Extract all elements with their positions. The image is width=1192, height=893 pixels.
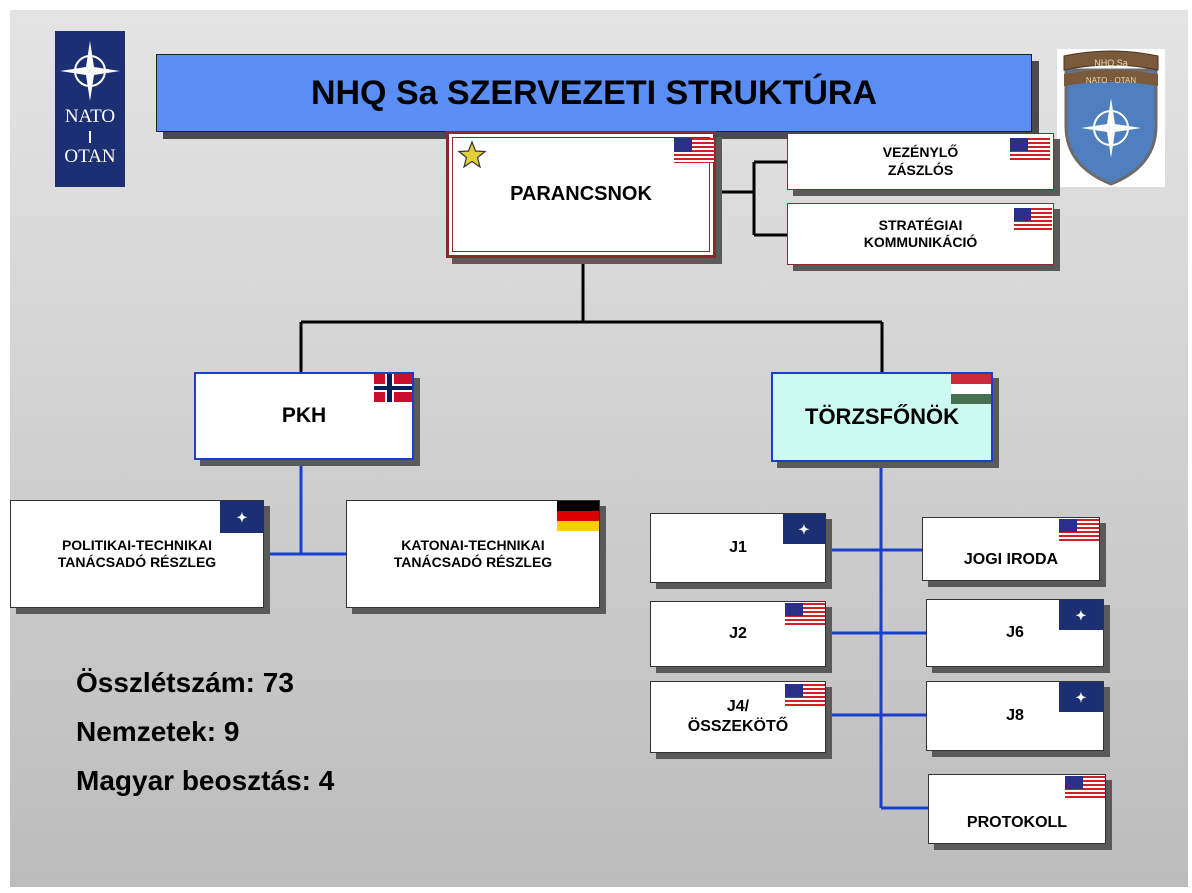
flag-nato-icon: ✦ [783,514,825,544]
j4-line1: J4/ [726,698,750,715]
nato-logo-text: NATO [64,106,116,127]
unit-stratcom[interactable]: STRATÉGIAI KOMMUNIKÁCIÓ [787,203,1054,265]
protocol-label: PROTOKOLL [966,814,1068,831]
j2-label: J2 [729,625,747,642]
flag-usa-icon [1014,208,1052,232]
nhq-sa-shield-logo: NHQ Sa NATO · OTAN [1057,49,1165,187]
flag-usa-icon [1065,776,1105,800]
chief-of-staff-label: TÖRZSFŐNÖK [805,404,959,429]
flag-norway-icon [374,374,412,402]
j6-label: J6 [1006,624,1024,641]
j1-label: J1 [729,539,747,556]
commander-label: PARANCSNOK [510,183,652,205]
unit-chief-of-staff[interactable]: TÖRZSFŐNÖK [771,372,993,462]
shield-ribbon-text: NATO · OTAN [1086,76,1136,85]
stratcom-line2: KOMMUNIKÁCIÓ [863,234,978,250]
unit-military-technical[interactable]: KATONAI-TECHNIKAI TANÁCSADÓ RÉSZLEG [346,500,600,608]
unit-sergeant-major[interactable]: VEZÉNYLŐ ZÁSZLÓS [787,133,1054,190]
otan-logo-text: OTAN [64,146,116,167]
unit-pkh[interactable]: PKH [194,372,414,460]
flag-nato-icon: ✦ [1059,682,1103,712]
flag-usa-icon [785,684,825,708]
unit-political-technical[interactable]: ✦ POLITIKAI-TECHNIKAI TANÁCSADÓ RÉSZLEG [10,500,264,608]
flag-usa-icon [674,138,714,163]
commander-inner-frame [452,137,710,252]
j4-line2: ÖSSZEKÖTŐ [687,718,789,735]
j8-label: J8 [1006,707,1024,724]
unit-legal-office[interactable]: JOGI IRODA [922,517,1100,581]
nato-logo: NATO OTAN [55,31,125,187]
stratcom-line1: STRATÉGIAI [878,216,963,233]
page-title: NHQ Sa SZERVEZETI STRUKTÚRA [310,73,878,112]
flag-nato-icon: ✦ [220,501,264,533]
political-technical-line2: TANÁCSADÓ RÉSZLEG [57,554,217,570]
unit-j6[interactable]: ✦ J6 [926,599,1104,667]
flag-hungary-icon [951,374,991,404]
stat-hungarian-posts: Magyar beosztás: 4 [76,765,335,796]
legal-office-label: JOGI IRODA [963,551,1059,568]
shield-top-text: NHQ Sa [1094,58,1128,68]
military-technical-line2: TANÁCSADÓ RÉSZLEG [393,554,553,570]
title-bar: NHQ Sa SZERVEZETI STRUKTÚRA [156,54,1032,132]
nato-logo-divider [89,131,91,143]
political-technical-line1: POLITIKAI-TECHNIKAI [61,536,213,553]
stat-nations: Nemzetek: 9 [76,716,240,747]
unit-j2[interactable]: J2 [650,601,826,667]
unit-j1[interactable]: ✦ J1 [650,513,826,583]
star-icon [457,140,487,169]
unit-j4[interactable]: J4/ ÖSSZEKÖTŐ [650,681,826,753]
flag-usa-icon [1010,138,1050,162]
slide: NHQ Sa SZERVEZETI STRUKTÚRA NATO OTAN NH… [10,10,1188,887]
stat-total: Összlétszám: 73 [76,667,294,698]
flag-usa-icon [785,603,825,627]
unit-commander[interactable]: PARANCSNOK [446,131,716,258]
sergeant-major-line2: ZÁSZLÓS [887,161,954,178]
flag-usa-icon [1059,519,1099,543]
pkh-label: PKH [281,404,327,427]
sergeant-major-line1: VEZÉNYLŐ [882,144,959,160]
flag-nato-icon: ✦ [1059,600,1103,630]
connector-lines [264,160,928,810]
unit-j8[interactable]: ✦ J8 [926,681,1104,751]
flag-germany-icon [557,501,599,531]
unit-protocol[interactable]: PROTOKOLL [928,774,1106,844]
nato-compass-rose-icon [60,41,120,101]
military-technical-line1: KATONAI-TECHNIKAI [401,536,545,553]
